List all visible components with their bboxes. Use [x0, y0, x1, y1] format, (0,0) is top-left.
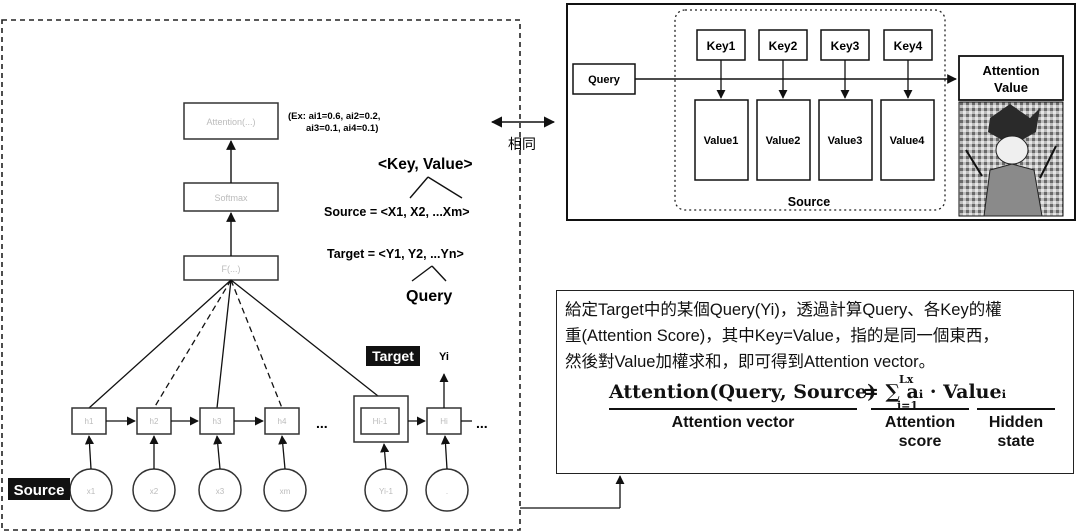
key-label: Key4	[894, 39, 923, 53]
score-label-line1: Attention	[884, 414, 956, 431]
value-box	[818, 99, 873, 181]
weights-example-line1: (Ex: ai1=0.6, ai2=0.2,	[288, 111, 380, 122]
hidden-label-line1: Hidden	[988, 414, 1044, 431]
lhs-label: Attention vector	[671, 414, 795, 431]
query-label: Query	[406, 288, 452, 305]
ellipsis: ...	[476, 415, 488, 431]
source-equation: Source = <X1, X2, ...Xm>	[324, 205, 470, 219]
decoder-state-label: Hi-1	[373, 417, 388, 426]
score-label-line2: score	[898, 433, 942, 450]
value-label: Value2	[766, 135, 801, 147]
value-boxes: Value1 Value2 Value3 Value4	[694, 99, 935, 181]
key-box	[820, 29, 870, 61]
hidden-label-line2: state	[997, 433, 1035, 450]
encoder-state-label: h4	[278, 417, 287, 426]
formula-rhs: = ∑ aᵢ · Valueᵢ	[863, 381, 1007, 403]
key-boxes: Key1 Key2 Key3 Key4	[696, 29, 933, 99]
explanation-line: 然後對Value加權求和，即可得到Attention vector。	[565, 353, 936, 371]
lhs-underline	[609, 408, 857, 410]
sum-lower-limit: i=1	[897, 399, 919, 412]
weights-example-line2: ai3=0.1, ai4=0.1)	[306, 123, 378, 134]
encoder-state	[264, 407, 300, 435]
decoder-state-label: Hi	[440, 417, 448, 426]
input-node-label: Yi-1	[379, 487, 393, 496]
value-label: Value3	[828, 135, 863, 147]
explanation-line: 給定Target中的某個Query(Yi)，透過計算Query、各Key的權	[565, 301, 1002, 319]
input-node-label: xm	[280, 487, 291, 496]
scores-text: F(...)	[222, 264, 241, 274]
decoder-states: Hi-1 Hi ... Yi Target	[353, 346, 488, 443]
value-box	[880, 99, 935, 181]
key-value-title: <Key, Value>	[378, 156, 473, 173]
scores-box	[183, 255, 279, 281]
value-box	[756, 99, 811, 181]
source-tag	[8, 478, 70, 500]
explanation-box: 給定Target中的某個Query(Yi)，透過計算Query、各Key的權 重…	[556, 290, 1074, 474]
anime-character-image	[958, 101, 1064, 217]
sum-upper-limit: Lx	[899, 373, 914, 386]
attention-value-line1: Attention	[982, 63, 1039, 78]
source-group	[674, 9, 946, 211]
same-label: 相同	[508, 136, 536, 152]
softmax-text: Softmax	[214, 193, 248, 203]
explanation-text: 給定Target中的某個Query(Yi)，透過計算Query、各Key的權 重…	[565, 297, 1071, 375]
target-equation: Target = <Y1, Y2, ...Yn>	[327, 247, 464, 261]
key-box	[883, 29, 933, 61]
key-label: Key3	[831, 39, 860, 53]
encoder-state	[136, 407, 172, 435]
target-tag	[366, 346, 420, 366]
attention-value-box	[958, 55, 1064, 101]
key-label: Key1	[707, 39, 736, 53]
encoder-state-label: h2	[150, 417, 159, 426]
value-label: Value1	[704, 135, 739, 147]
left-panel: Attention(...) (Ex: ai1=0.6, ai2=0.2, ai…	[1, 19, 521, 531]
encoder-state-label: h1	[85, 417, 94, 426]
value-box	[694, 99, 749, 181]
source-tag-label: Source	[14, 482, 65, 499]
input-node-label: .	[446, 487, 448, 496]
formula-lhs: Attention(Query, Source)	[609, 381, 877, 403]
key-box	[758, 29, 808, 61]
yi-label: Yi	[439, 351, 449, 363]
encoder-state-label: h3	[213, 417, 222, 426]
hidden-underline	[977, 408, 1055, 410]
input-node-label: x2	[150, 487, 159, 496]
attention-formula: Attention(Query, Source) = ∑ aᵢ · Valueᵢ…	[605, 373, 1065, 471]
ellipsis: ...	[316, 415, 328, 431]
decoder-state	[426, 407, 462, 435]
value-label: Value4	[890, 135, 926, 147]
attention-output-box	[183, 102, 279, 140]
source-group-label: Source	[788, 195, 830, 209]
attention-output-text: Attention(...)	[206, 117, 255, 127]
input-nodes: x1 x2 x3 xm Yi-1 . Source	[8, 435, 469, 512]
encoder-state	[71, 407, 107, 435]
input-node-label: x3	[216, 487, 225, 496]
decoder-state	[360, 407, 400, 435]
key-label: Key2	[769, 39, 798, 53]
input-node-label: x1	[87, 487, 96, 496]
query-box-label: Query	[588, 74, 621, 86]
right-panel: Query Key1 Key2 Key3 Key4 Value1 Value2 …	[566, 3, 1076, 221]
target-tag-label: Target	[372, 348, 414, 364]
attention-value-line2: Value	[994, 80, 1028, 95]
encoder-states: h1 h2 h3 h4 ...	[71, 407, 328, 435]
score-underline	[871, 408, 969, 410]
explanation-line: 重(Attention Score)，其中Key=Value，指的是同一個東西，	[565, 327, 999, 345]
